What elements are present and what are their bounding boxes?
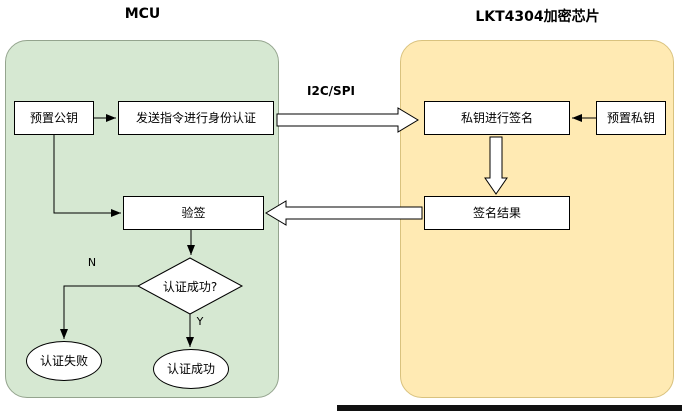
branch-yes-label: Y bbox=[196, 315, 204, 328]
verify-signature-node: 验签 bbox=[123, 196, 264, 230]
block-arrow-result-to-verify bbox=[265, 200, 423, 226]
block-arrow-send-to-sign bbox=[276, 107, 419, 133]
mcu-title: MCU bbox=[124, 6, 161, 22]
preset-private-key-node: 预置私钥 bbox=[596, 101, 666, 135]
branch-no-label: N bbox=[87, 256, 97, 269]
bus-label: I2C/SPI bbox=[307, 84, 355, 98]
chip-title: LKT4304加密芯片 bbox=[475, 9, 600, 25]
auth-success-terminal: 认证成功 bbox=[153, 349, 229, 389]
signature-result-node: 签名结果 bbox=[424, 196, 570, 230]
preset-public-key-node: 预置公钥 bbox=[14, 101, 94, 135]
send-auth-command-node: 发送指令进行身份认证 bbox=[118, 101, 274, 135]
sign-with-private-key-node: 私钥进行签名 bbox=[424, 101, 570, 135]
bottom-edge-strip bbox=[337, 405, 682, 411]
auth-fail-terminal: 认证失败 bbox=[26, 341, 102, 381]
